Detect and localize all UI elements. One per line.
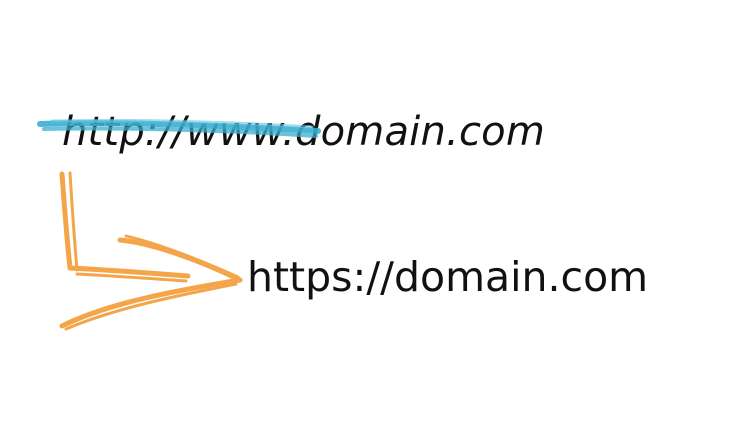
strikethrough-mark (37, 118, 321, 138)
redirect-arrow (59, 171, 243, 331)
new-url-text: https://domain.com (247, 253, 649, 301)
